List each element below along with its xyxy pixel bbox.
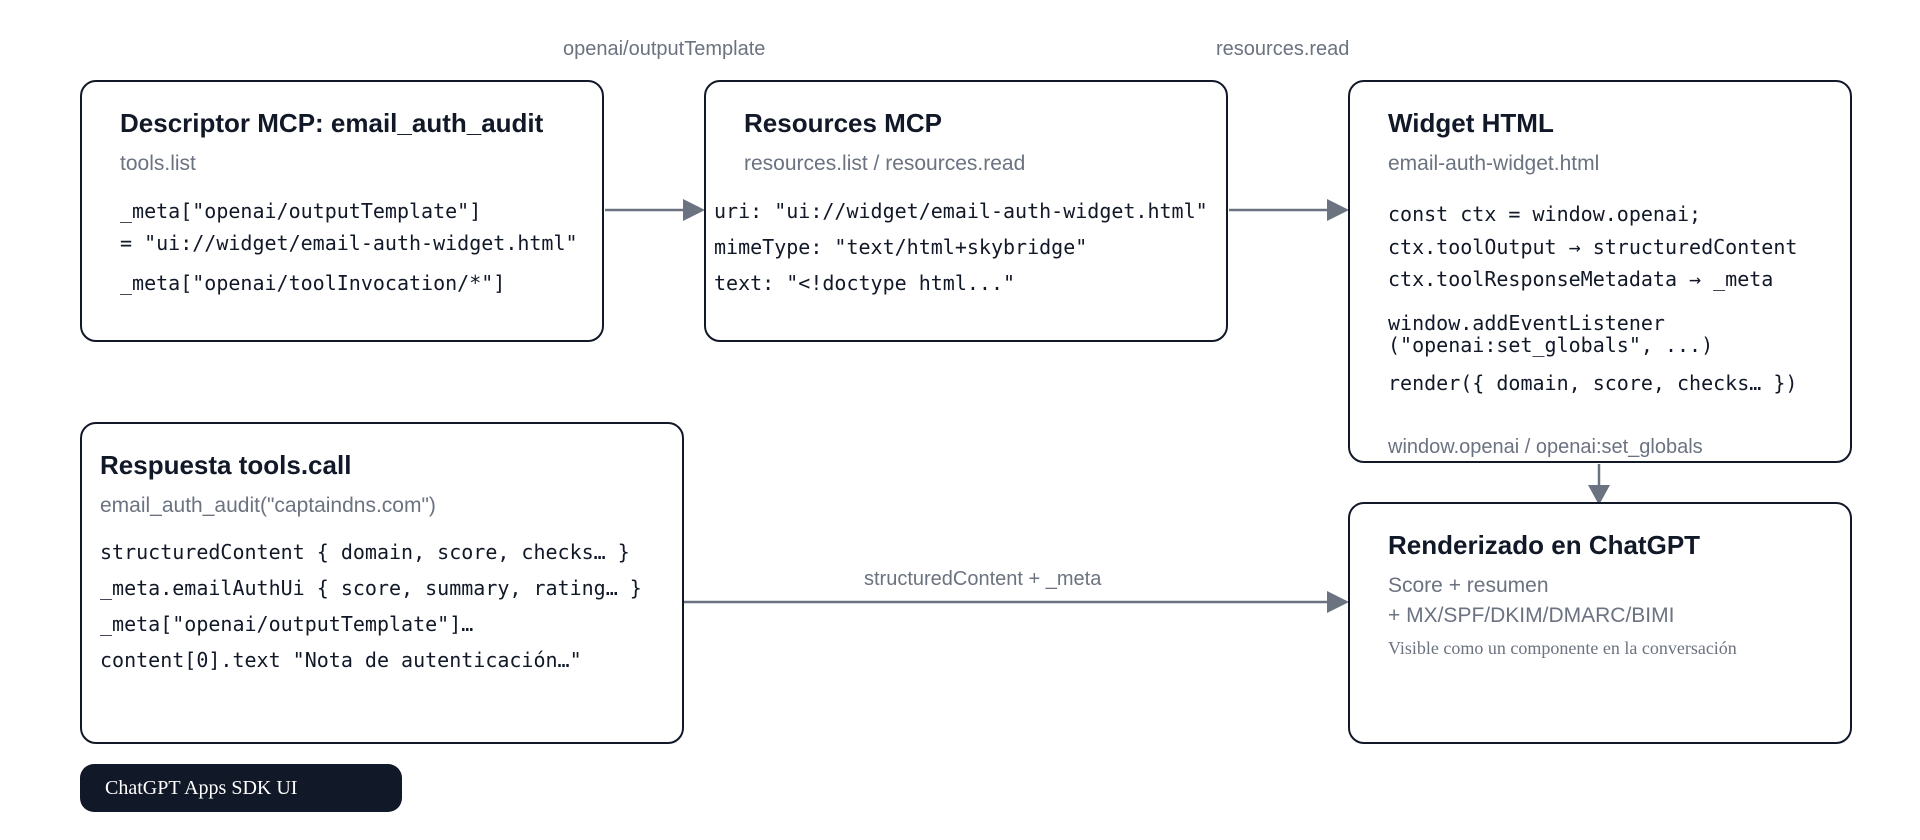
descriptor-mcp-node: Descriptor MCP: email_auth_audit tools.l… xyxy=(80,80,604,342)
arrowhead-descriptor-to-resources xyxy=(683,199,705,221)
node-subtitle: email-auth-widget.html xyxy=(1388,152,1600,175)
widget-html-node: Widget HTML email-auth-widget.html const… xyxy=(1348,80,1852,463)
node-line: = "ui://widget/email-auth-widget.html" xyxy=(120,231,578,255)
node-line: content[0].text "Nota de autenticación…" xyxy=(100,648,582,672)
node-line: const ctx = window.openai; xyxy=(1388,202,1702,226)
edge-label-output-template: openai/outputTemplate xyxy=(563,38,766,60)
node-line: window.addEventListener xyxy=(1388,311,1665,335)
node-line: _meta["openai/toolInvocation/*"] xyxy=(120,271,506,295)
node-line: text: "<!doctype html..." xyxy=(714,271,1016,295)
node-note: Visible como un componente en la convers… xyxy=(1388,638,1737,658)
node-title: Resources MCP xyxy=(744,108,942,138)
node-line: mimeType: "text/html+skybridge" xyxy=(714,235,1088,259)
chatgpt-render-node: Renderizado en ChatGPT Score + resumen +… xyxy=(1348,502,1852,744)
node-line: ctx.toolOutput → structuredContent xyxy=(1388,235,1798,259)
node-line: _meta["openai/outputTemplate"]… xyxy=(100,612,474,636)
node-line: _meta["openai/outputTemplate"] xyxy=(120,199,482,223)
node-line: render({ domain, score, checks… }) xyxy=(1388,371,1798,395)
resources-mcp-node: Resources MCP resources.list / resources… xyxy=(704,80,1228,342)
node-title: Descriptor MCP: email_auth_audit xyxy=(120,108,544,138)
node-line: ("openai:set_globals", ...) xyxy=(1388,333,1714,357)
node-subtitle: resources.list / resources.read xyxy=(744,152,1026,175)
node-title: Widget HTML xyxy=(1388,108,1554,138)
node-line: uri: "ui://widget/email-auth-widget.html… xyxy=(714,199,1208,223)
edge-label-set-globals: window.openai / openai:set_globals xyxy=(1388,436,1703,458)
badge-label: ChatGPT Apps SDK UI xyxy=(105,777,298,799)
node-line: ctx.toolResponseMetadata → _meta xyxy=(1388,267,1774,291)
tools-call-response-node: Respuesta tools.call email_auth_audit("c… xyxy=(80,422,684,744)
node-line: Score + resumen xyxy=(1388,574,1549,597)
node-line: structuredContent { domain, score, check… xyxy=(100,540,630,564)
arrowhead-resources-to-widget xyxy=(1327,199,1349,221)
apps-sdk-badge: ChatGPT Apps SDK UI xyxy=(80,764,402,812)
arrowhead-response-to-render xyxy=(1327,591,1349,613)
edge-label-resources-read: resources.read xyxy=(1216,38,1350,60)
node-line: + MX/SPF/DKIM/DMARC/BIMI xyxy=(1388,604,1675,627)
node-line: _meta.emailAuthUi { score, summary, rati… xyxy=(100,576,642,600)
edge-label-structured-content: structuredContent + _meta xyxy=(864,568,1102,590)
node-title: Respuesta tools.call xyxy=(100,450,352,480)
arrowhead-widget-to-render xyxy=(1588,485,1610,505)
node-title: Renderizado en ChatGPT xyxy=(1388,530,1701,560)
node-subtitle: tools.list xyxy=(120,152,196,175)
node-subtitle: email_auth_audit("captaindns.com") xyxy=(100,494,436,517)
